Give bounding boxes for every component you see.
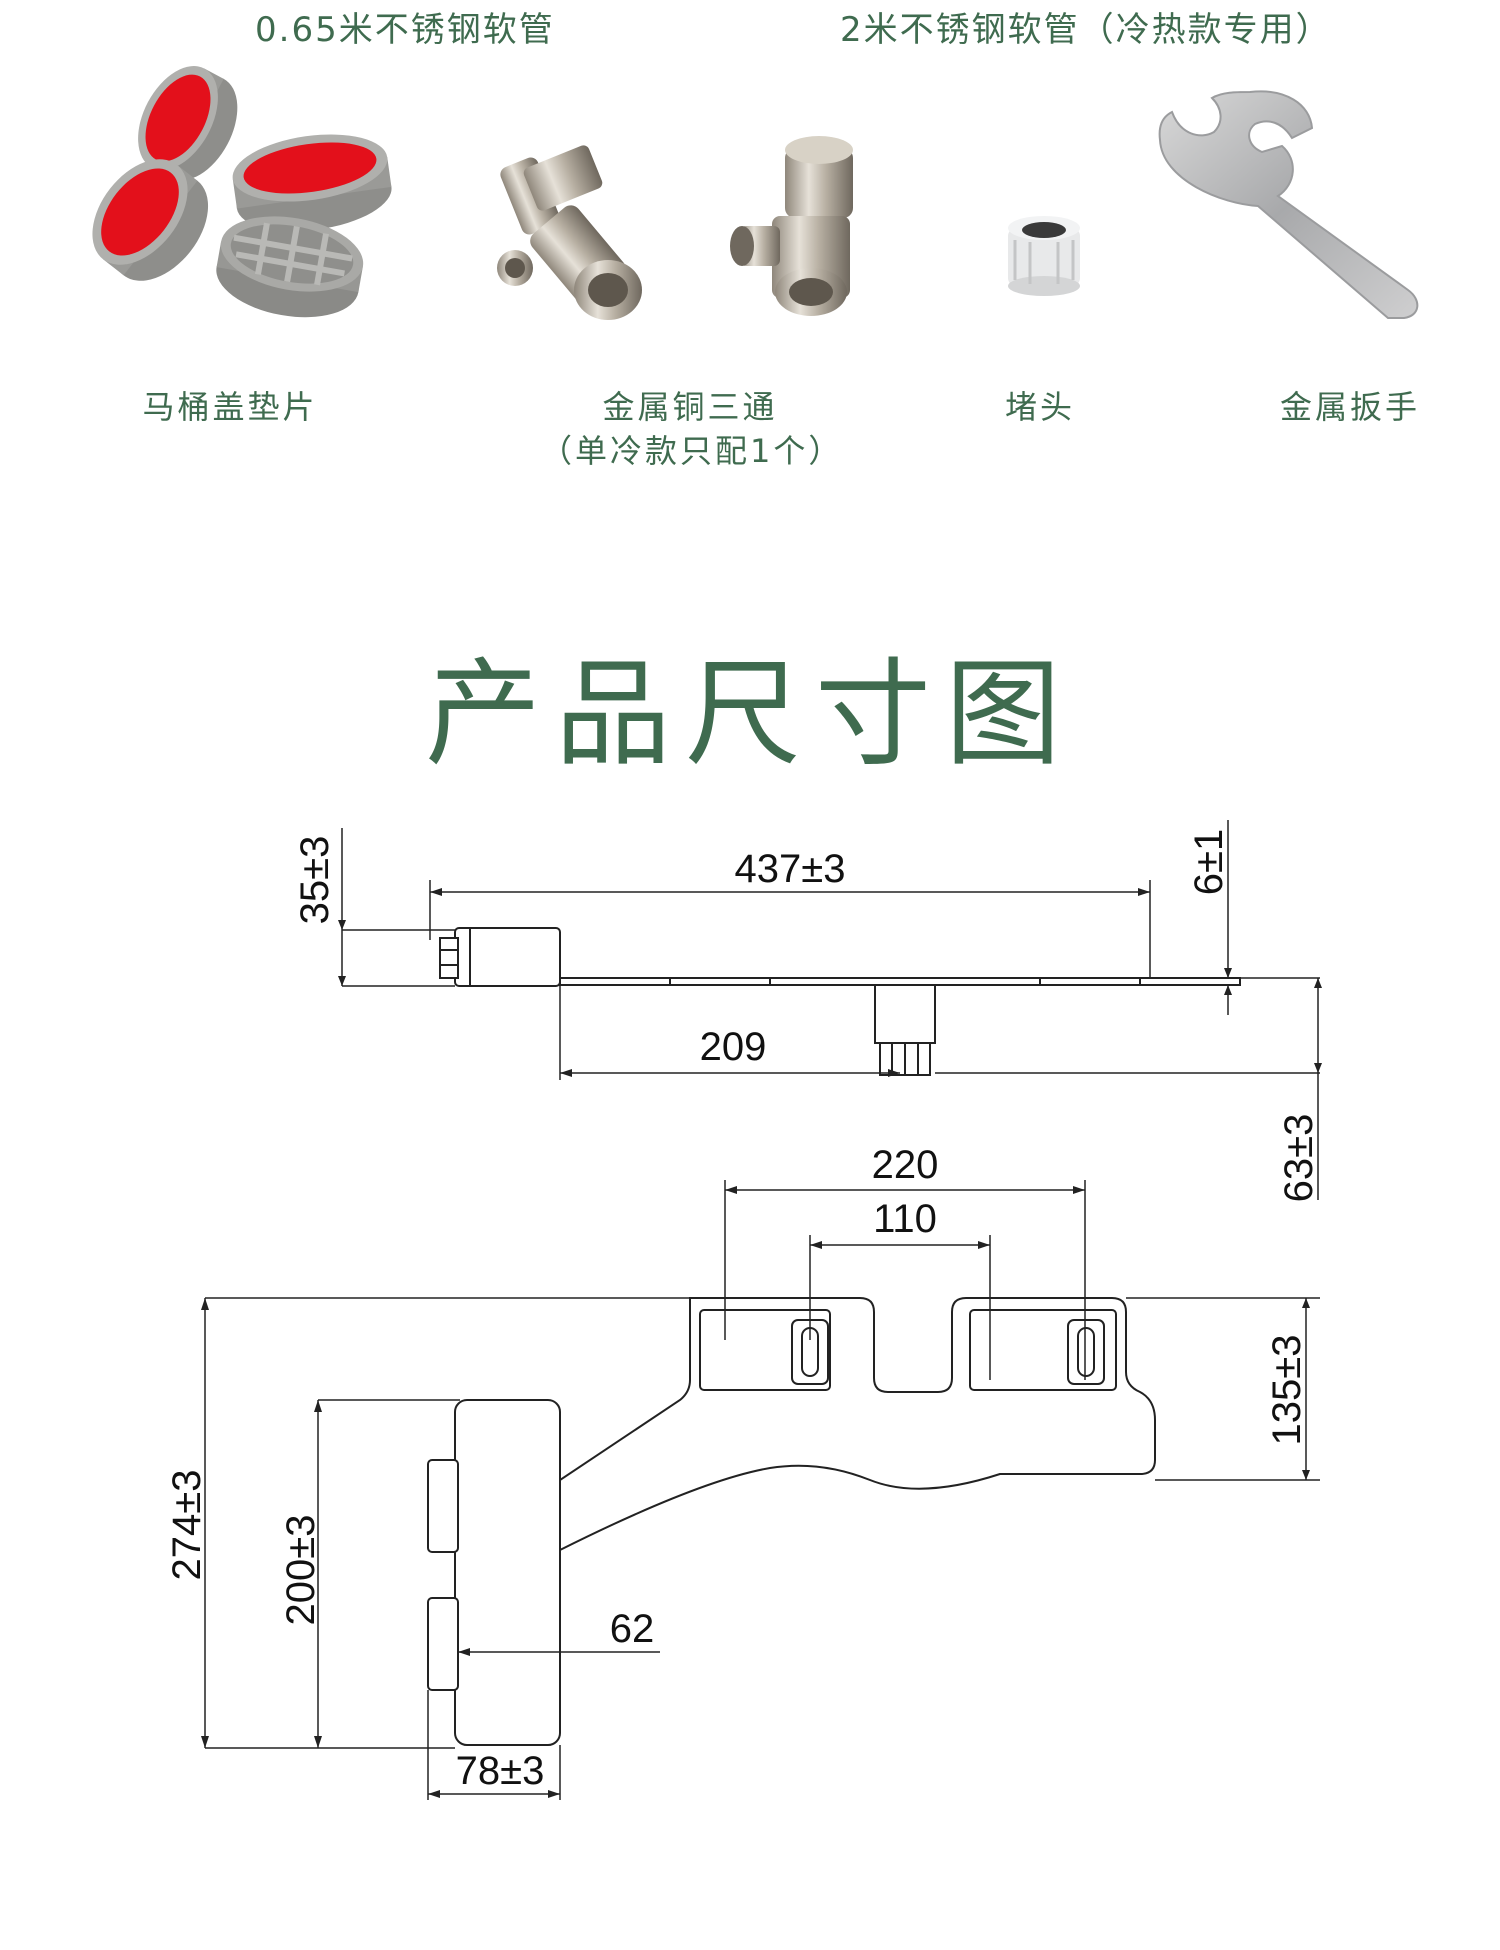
accessory-illustrations — [92, 66, 1419, 320]
accessory-name-plug: 堵头 — [1004, 388, 1075, 426]
side-view-outline — [439, 927, 1241, 1076]
section-title: 产品尺寸图 — [425, 647, 1075, 782]
dim-panel-gap: 62 — [610, 1607, 655, 1651]
short-hose-label: 0.65米不锈钢软管 — [255, 10, 555, 50]
dim-thickness: 6±1 — [1187, 829, 1231, 895]
dim-bracket-depth: 135±3 — [1265, 1335, 1309, 1446]
dim-bracket-span: 220 — [872, 1143, 939, 1187]
plan-view-dimension-lines — [204, 1180, 1320, 1800]
brass-tee-valve-2-image — [730, 136, 853, 316]
dim-length: 437±3 — [735, 847, 846, 891]
plan-view-outline — [427, 1297, 1156, 1746]
accessory-name-brass-tee: 金属铜三通 — [602, 388, 778, 426]
dim-nozzle-offset: 209 — [700, 1025, 767, 1069]
accessory-name-wrench: 金属扳手 — [1279, 388, 1420, 426]
long-hose-label: 2米不锈钢软管（冷热款专用） — [840, 10, 1332, 50]
dimension-arrows — [201, 888, 1322, 1798]
dim-panel-width: 78±3 — [456, 1749, 545, 1793]
accessory-note-brass-tee: （单冷款只配1个） — [540, 432, 844, 470]
dim-panel-height: 200±3 — [279, 1515, 323, 1626]
dim-slot-span: 110 — [873, 1197, 937, 1241]
dim-total-depth: 274±3 — [165, 1470, 209, 1581]
side-view-dimension-lines — [341, 820, 1320, 1200]
accessory-name-seat-pads: 马桶盖垫片 — [142, 388, 318, 426]
dim-drop: 63±3 — [1277, 1114, 1321, 1203]
brass-tee-valve-1-image — [497, 145, 642, 320]
plug-cap-image — [1008, 216, 1080, 296]
dim-height: 35±3 — [293, 836, 337, 925]
toilet-seat-pads-image — [92, 66, 392, 318]
dimension-drawing: 437±3 35±3 6±1 209 63±3 220 110 135±3 27… — [165, 820, 1322, 1800]
metal-wrench-image — [1158, 90, 1419, 319]
